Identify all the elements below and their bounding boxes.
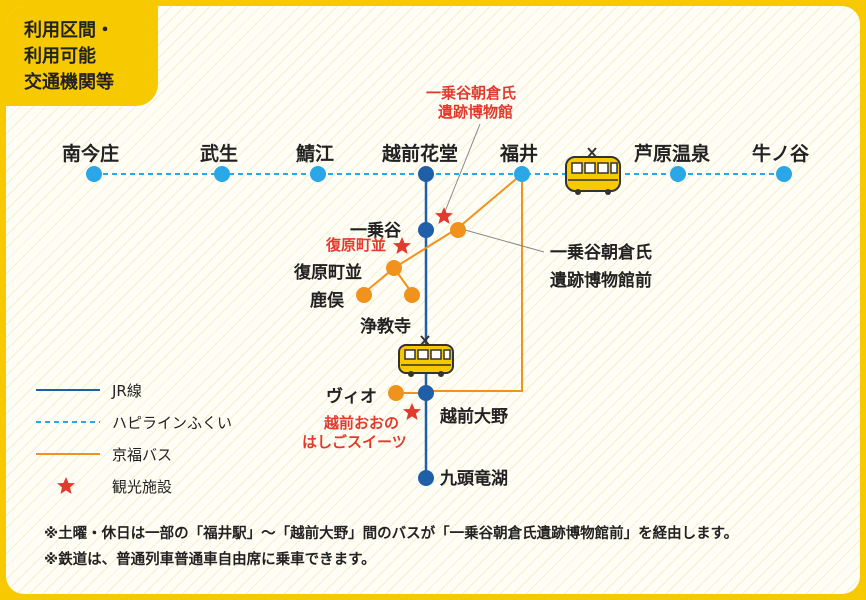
hapi-stations [86, 166, 792, 182]
stop-label-museum-mae-2: 遺跡博物館前 [550, 271, 652, 291]
star-icon [57, 477, 75, 494]
station-dot-kuzuryuko [418, 470, 434, 486]
pointer-museum-spot [443, 123, 481, 215]
stop-label-vio: ヴィオ [326, 387, 377, 407]
stop-label-shikamata: 鹿俣 [310, 291, 344, 311]
legend-label-jr: JR線 [112, 382, 142, 400]
station-label-ushinoya: 牛ノ谷 [752, 143, 810, 165]
station-label-nankonsho: 南今庄 [62, 143, 120, 165]
legend-marks [36, 389, 100, 494]
stop-dot-vio [388, 385, 404, 401]
title-line-2: 利用可能 [24, 46, 96, 67]
stop-dot-shikamata [356, 287, 372, 303]
station-dot-ashiharaonsen [670, 166, 686, 182]
stop-label-jokyoji: 浄教寺 [360, 317, 411, 337]
star-icon [403, 403, 421, 420]
sightseeing-stars [393, 207, 453, 420]
station-label-kuzuryuko: 九頭竜湖 [440, 469, 508, 489]
bus-museum-fukugen [393, 227, 459, 269]
train-icon [398, 335, 454, 377]
spot-label-hashigo-1: 越前おおの [324, 414, 400, 432]
spot-label-museum-2: 遺跡博物館 [438, 103, 514, 121]
star-icon [393, 237, 411, 254]
stop-dot-fukugen [386, 260, 402, 276]
spot-label-fukugen: 復原町並 [326, 236, 387, 254]
station-dot-ichijodani [418, 222, 434, 238]
stop-dot-jokyoji [404, 287, 420, 303]
jr-stations [418, 166, 434, 486]
train-icon [565, 147, 621, 195]
title-tab: 利用区間・ 利用可能 交通機関等 [6, 6, 158, 106]
station-dot-nankonsho [86, 166, 102, 182]
star-icon [435, 207, 453, 224]
spot-label-museum-1: 一乗谷朝倉氏 [426, 84, 517, 102]
note-line-1: ※土曜・休日は一部の「福井駅」～「越前大野」間のバスが「一乗谷朝倉氏遺跡博物館前… [44, 526, 739, 542]
station-label-echizenono: 越前大野 [440, 407, 508, 427]
station-dot-takefu [214, 166, 230, 182]
station-dot-fukui [514, 166, 530, 182]
stop-label-fukugenmachinami: 復原町並 [294, 263, 362, 283]
station-label-ashiharaonsen: 芦原温泉 [634, 143, 711, 165]
station-dot-sabae [310, 166, 326, 182]
bus-fukui-museum [457, 173, 523, 229]
station-label-fukui: 福井 [500, 143, 539, 165]
stop-label-museum-mae-1: 一乗谷朝倉氏 [550, 243, 652, 263]
spot-label-hashigo-2: はしごスイーツ [302, 433, 407, 451]
legend-label-hapi: ハピラインふくい [112, 414, 233, 432]
pointer-museum-stop [457, 227, 545, 253]
station-label-echizenhanando: 越前花堂 [382, 143, 459, 165]
title-line-3: 交通機関等 [24, 72, 114, 93]
stop-dot-museum [450, 222, 466, 238]
station-dot-ushinoya [776, 166, 792, 182]
legend-label-keifuku: 京福バス [112, 446, 173, 464]
station-dot-echizenono [418, 385, 434, 401]
legend-label-spot: 観光施設 [112, 478, 173, 496]
station-dot-echizenhanando [418, 166, 434, 182]
title-line-1: 利用区間・ [24, 20, 114, 41]
route-map-card: 利用区間・ 利用可能 交通機関等 [6, 6, 860, 594]
bus-stops [356, 222, 466, 401]
route-map-graphic [36, 123, 792, 494]
station-label-sabae: 鯖江 [296, 143, 335, 165]
station-label-takefu: 武生 [200, 143, 239, 165]
note-line-2: ※鉄道は、普通列車普通車自由席に乗車できます。 [44, 552, 376, 568]
station-label-ichijodani: 一乗谷 [350, 221, 401, 241]
